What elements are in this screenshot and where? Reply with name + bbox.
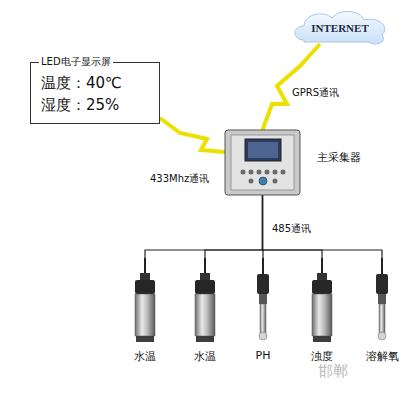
- probe-collar: [259, 294, 267, 304]
- device-screen: [245, 139, 281, 161]
- watermark: 邯郸: [318, 362, 348, 381]
- sensor-cap: [195, 280, 215, 294]
- rs485-wire: [263, 195, 323, 258]
- sensor-tip: [136, 336, 154, 342]
- display-title: LED电子显示屏: [39, 55, 113, 69]
- display-reading: 温度：40℃: [41, 74, 122, 93]
- link-label: GPRS通讯: [292, 86, 339, 100]
- link-label: 485通讯: [272, 222, 311, 236]
- rs485-wire: [263, 195, 383, 258]
- probe-stem: [260, 304, 266, 334]
- sensor-label: 水温: [134, 349, 156, 364]
- wireless-link: [160, 118, 225, 152]
- sensor-body: [195, 294, 215, 336]
- node-outline: [245, 258, 281, 344]
- link-label: 433Mhz通讯: [150, 172, 209, 186]
- node-outline: [127, 258, 163, 344]
- sensor-tip: [196, 336, 214, 342]
- sensor-label: 溶解氧: [366, 349, 399, 364]
- sensor-probe: 水温: [187, 258, 223, 358]
- probe-bulb: [378, 332, 386, 340]
- sensor-label: 水温: [194, 349, 216, 364]
- device-button: [273, 170, 278, 175]
- sensor-probe: 浊度: [304, 258, 340, 358]
- device-dial: [259, 177, 267, 185]
- node-outline: [187, 258, 223, 344]
- sensor-cable: [144, 258, 146, 275]
- sensor-label: 浊度: [311, 349, 333, 364]
- sensor-cable: [204, 258, 206, 275]
- probe-head: [376, 274, 388, 294]
- sensor-cable: [321, 258, 323, 275]
- main-collector: 主采集器: [225, 130, 300, 195]
- device-button: [257, 170, 262, 175]
- device-button: [265, 170, 270, 175]
- device-button: [281, 170, 286, 175]
- cable-gland: [200, 273, 210, 280]
- device-screen-glow: [248, 142, 278, 158]
- device-button: [249, 179, 254, 184]
- probe-stem: [379, 304, 385, 334]
- node-outline: [225, 130, 300, 195]
- sensor-tip: [313, 336, 331, 342]
- cloud-shape: [295, 11, 385, 44]
- device-button: [249, 170, 254, 175]
- device-panel: [231, 135, 294, 190]
- sensor-body: [135, 294, 155, 336]
- sensor-cap: [312, 280, 332, 294]
- device-label: 主采集器: [317, 150, 361, 165]
- node-outline: [364, 258, 400, 344]
- sensor-probe: 水温: [127, 258, 163, 358]
- sensor-cable: [381, 258, 383, 275]
- sensor-body: [312, 294, 332, 336]
- ph-probe: 溶解氧: [364, 258, 400, 358]
- rs485-wire: [145, 195, 263, 258]
- cloud-label: INTERNET: [311, 22, 368, 34]
- cloud-node: INTERNET: [290, 8, 390, 44]
- device-button: [241, 170, 246, 175]
- probe-bulb: [259, 332, 267, 340]
- led-display: LED电子显示屏温度：40℃湿度：25%: [30, 62, 160, 124]
- sensor-cap: [135, 280, 155, 294]
- ph-probe: PH: [245, 258, 281, 358]
- device-button: [273, 179, 278, 184]
- device-housing: [225, 130, 300, 195]
- sensor-label: PH: [256, 349, 271, 362]
- node-outline: [31, 63, 161, 125]
- cable-gland: [317, 273, 327, 280]
- probe-collar: [378, 294, 386, 304]
- display-reading: 湿度：25%: [41, 96, 119, 115]
- sensor-cable: [262, 258, 264, 275]
- node-outline: [304, 258, 340, 344]
- rs485-wire: [205, 195, 263, 258]
- probe-head: [257, 274, 269, 294]
- cable-gland: [140, 273, 150, 280]
